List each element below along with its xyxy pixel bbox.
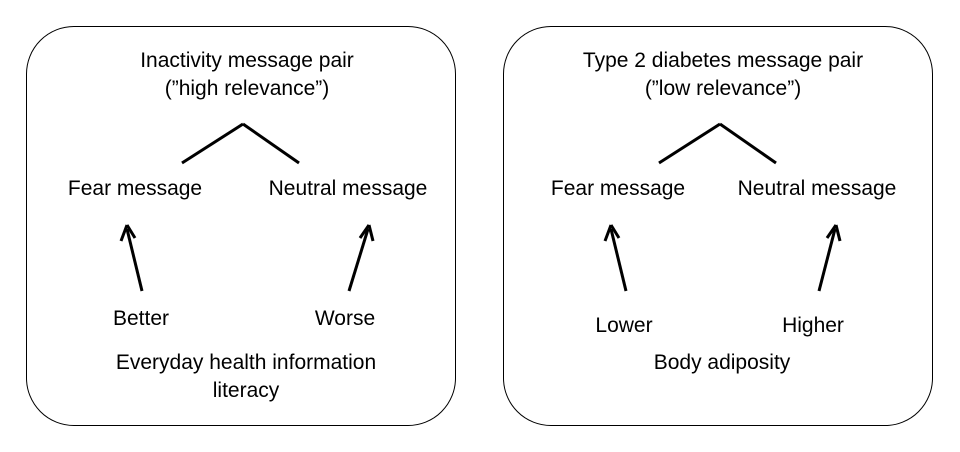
arrow-right-head-a	[825, 224, 838, 239]
panel-title-line1: Inactivity message pair	[140, 49, 354, 72]
branch-left-line	[658, 122, 721, 165]
arrow-right-head-b	[367, 224, 375, 242]
arrow-right-shaft	[347, 228, 370, 292]
moderator-variable-label: Body adiposity	[653, 351, 791, 374]
neutral-message-label: Neutral message	[737, 177, 897, 200]
branch-left-line	[181, 122, 244, 165]
arrow-left-shaft	[609, 228, 628, 292]
arrow-left-head-b	[609, 224, 621, 239]
panel-title-line2: (”high relevance”)	[164, 77, 330, 100]
arrow-right-head-b	[834, 224, 842, 242]
arrow-right-head-a	[358, 224, 371, 239]
level-right-label: Higher	[782, 314, 844, 337]
moderator-variable-label: Everyday health information literacy	[115, 351, 377, 402]
fear-message-label: Fear message	[67, 177, 203, 200]
level-left-label: Better	[112, 307, 170, 330]
arrow-left-head-a	[603, 224, 613, 242]
panel-inactivity: Inactivity message pair (”high relevance…	[26, 26, 456, 426]
arrow-left-head-a	[119, 224, 129, 242]
arrow-left-shaft	[125, 228, 144, 292]
tree-connector	[119, 122, 375, 292]
arrow-right-shaft	[817, 228, 837, 292]
tree-connector	[603, 122, 842, 292]
panel-title-line2: (”low relevance”)	[644, 77, 802, 100]
fear-message-label: Fear message	[550, 177, 686, 200]
neutral-message-label: Neutral message	[268, 177, 428, 200]
arrow-left-head-b	[125, 224, 137, 239]
branch-right-line	[242, 122, 300, 165]
level-left-label: Lower	[595, 314, 653, 337]
panel-type2-diabetes: Type 2 diabetes message pair (”low relev…	[503, 26, 933, 426]
panel-title-line1: Type 2 diabetes message pair	[582, 49, 864, 72]
branch-right-line	[719, 122, 777, 165]
level-right-label: Worse	[314, 307, 376, 330]
